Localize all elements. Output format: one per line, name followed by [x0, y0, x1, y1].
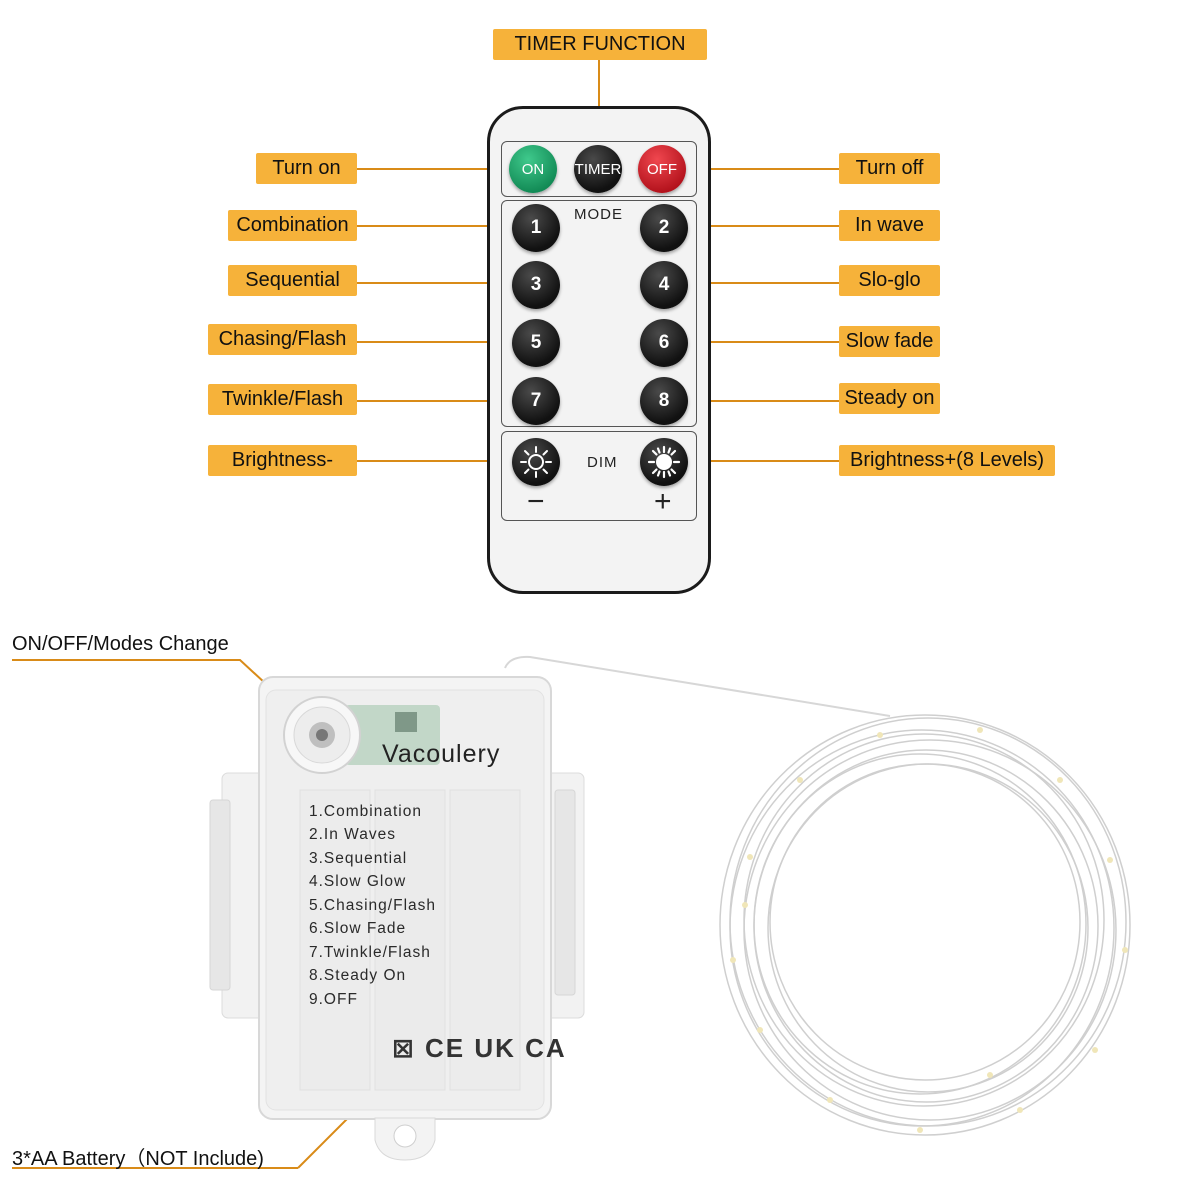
- leader-3: [357, 282, 533, 284]
- dim-panel: [501, 431, 697, 521]
- mode-3-button[interactable]: 3: [512, 261, 560, 309]
- callout-turn-on: Turn on: [256, 153, 357, 184]
- callout-sequential: Sequential: [228, 265, 357, 296]
- on-button[interactable]: ON: [509, 145, 557, 193]
- battery-callout: 3*AA Battery（NOT Include): [12, 1148, 264, 1170]
- mode-2-button[interactable]: 2: [640, 204, 688, 252]
- power-panel: [501, 141, 697, 197]
- remote-control: ON TIMER OFF MODE 1 2 3 4 5 6 7 8 DIM: [487, 106, 711, 594]
- mode-6-button[interactable]: 6: [640, 319, 688, 367]
- box-mode-8: 8.Steady On: [309, 967, 407, 984]
- mode-4-button[interactable]: 4: [640, 261, 688, 309]
- mode-8-button[interactable]: 8: [640, 377, 688, 425]
- leader-7: [357, 400, 533, 402]
- callout-slow-fade: Slow fade: [839, 326, 940, 357]
- certification-marks: ⊠ CE UK CA: [392, 1033, 567, 1063]
- callout-twinkle-flash: Twinkle/Flash: [208, 384, 357, 415]
- callout-slo-glo: Slo-glo: [839, 265, 940, 296]
- plus-sign: +: [654, 485, 672, 518]
- leader-1: [357, 225, 533, 227]
- mode-1-button[interactable]: 1: [512, 204, 560, 252]
- off-button[interactable]: OFF: [638, 145, 686, 193]
- box-mode-5: 5.Chasing/Flash: [309, 897, 437, 914]
- leader-8: [663, 400, 839, 402]
- leader-turn-on: [357, 168, 522, 170]
- timer-button[interactable]: TIMER: [574, 145, 622, 193]
- box-mode-1: 1.Combination: [309, 803, 422, 820]
- leader-5: [357, 341, 533, 343]
- leader-2: [663, 225, 839, 227]
- leader-turn-off: [665, 168, 839, 170]
- box-mode-9: 9.OFF: [309, 991, 358, 1008]
- leader-6: [663, 341, 839, 343]
- sun-minus-icon: [520, 446, 552, 478]
- callout-turn-off: Turn off: [839, 153, 940, 184]
- box-mode-2: 2.In Waves: [309, 826, 396, 843]
- mode-5-button[interactable]: 5: [512, 319, 560, 367]
- mode-label: MODE: [574, 206, 623, 223]
- box-mode-6: 6.Slow Fade: [309, 920, 407, 937]
- leader-brightness-minus: [357, 460, 533, 462]
- timer-function-callout: TIMER FUNCTION: [493, 29, 707, 60]
- brand-label: Vacoulery: [382, 740, 501, 768]
- callout-brightness-plus: Brightness+(8 Levels): [839, 445, 1055, 476]
- minus-sign: −: [527, 485, 545, 518]
- leader-brightness-plus: [663, 460, 839, 462]
- mode-7-button[interactable]: 7: [512, 377, 560, 425]
- sun-plus-icon: [647, 445, 681, 479]
- brightness-plus-button[interactable]: [640, 438, 688, 486]
- box-mode-4: 4.Slow Glow: [309, 873, 407, 890]
- leader-4: [663, 282, 839, 284]
- callout-chasing-flash: Chasing/Flash: [208, 324, 357, 355]
- callout-combination: Combination: [228, 210, 357, 241]
- box-mode-7: 7.Twinkle/Flash: [309, 944, 431, 961]
- box-mode-3: 3.Sequential: [309, 850, 408, 867]
- timer-leader: [598, 60, 600, 150]
- callout-brightness-minus: Brightness-: [208, 445, 357, 476]
- switch-callout: ON/OFF/Modes Change: [12, 633, 229, 655]
- dim-label: DIM: [587, 454, 618, 471]
- brightness-minus-button[interactable]: [512, 438, 560, 486]
- mode-panel: [501, 200, 697, 427]
- callout-steady-on: Steady on: [839, 383, 940, 414]
- callout-in-wave: In wave: [839, 210, 940, 241]
